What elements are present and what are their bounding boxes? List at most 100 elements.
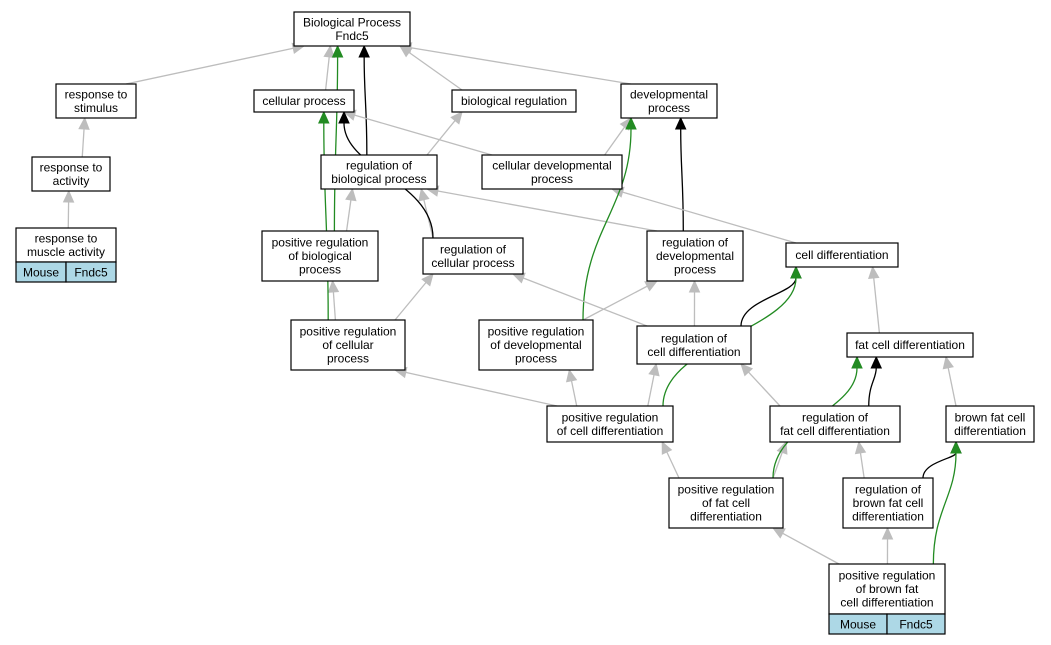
edge-line [363, 56, 368, 156]
edge-line [582, 128, 632, 321]
edge-is-a [327, 279, 340, 321]
edge-is-a [582, 280, 659, 321]
annotation-text: Mouse [23, 266, 59, 280]
node-label-line: Biological Process [303, 15, 401, 29]
go-term-node-bio-reg[interactable]: biological regulation [451, 89, 577, 113]
edge-arrowhead [771, 527, 786, 539]
edge-arrowhead [418, 187, 430, 202]
edge-is-a [418, 187, 434, 239]
edge-arrowhead [950, 440, 962, 454]
node-label-line: cellular developmental [492, 158, 611, 172]
edge-line [932, 452, 957, 565]
go-term-node-cell-diff[interactable]: cell differentiation [785, 242, 899, 268]
node-label-line: positive regulation [300, 325, 397, 339]
edge-regulates [674, 116, 687, 232]
node-box [546, 405, 674, 443]
node-label-line: developmental [630, 87, 708, 101]
node-label-line: regulation of [661, 331, 728, 345]
edge-is-a [604, 117, 632, 156]
annotation-tag-mouse: Mouse [15, 261, 67, 283]
node-label-line: regulation of [662, 236, 729, 250]
go-term-node-cell-proc[interactable]: cellular process [253, 89, 355, 113]
edge-is-a [125, 42, 306, 85]
edge-line [410, 47, 632, 85]
node-label-line: process [299, 263, 341, 277]
edge-line [666, 451, 680, 479]
edge-arrowhead [688, 279, 701, 293]
edge-line [680, 128, 684, 232]
node-label-line: positive regulation [272, 236, 369, 250]
edge-is-a [772, 440, 788, 479]
node-label-line: biological regulation [461, 94, 567, 108]
edge-is-a [868, 265, 881, 334]
node-label-line: process [648, 101, 690, 115]
edge-line [582, 285, 648, 321]
edge-is-a [771, 527, 840, 565]
edge-arrowhead [338, 110, 350, 124]
edge-arrowhead [674, 116, 687, 130]
annotation-cell [65, 261, 117, 283]
edge-line [647, 374, 655, 407]
node-label-line: brown fat cell [955, 410, 1026, 424]
node-box [828, 563, 946, 615]
edge-line [81, 128, 85, 158]
node-label-line: positive regulation [488, 325, 585, 339]
node-label-line: of brown fat [856, 582, 919, 596]
edge-arrowhead [790, 265, 802, 279]
node-box [945, 405, 1035, 443]
node-box [290, 319, 406, 371]
edge-line [748, 371, 781, 407]
edge-arrowhead [62, 189, 75, 203]
edge-line [408, 51, 463, 91]
edge-arrowhead [868, 265, 880, 280]
edge-line [333, 56, 339, 232]
edge-positively-regulates [318, 110, 330, 321]
node-label-line: response to [40, 160, 103, 174]
node-label-line: differentiation [852, 510, 924, 524]
edge-arrowhead [511, 272, 526, 284]
node-label-line: of developmental [490, 338, 581, 352]
edge-is-a [398, 42, 632, 85]
edge-arrowhead [870, 355, 883, 369]
node-label-line: developmental [656, 249, 734, 263]
edge-arrowhead [345, 187, 357, 202]
node-label-line: regulation of [346, 158, 413, 172]
node-box [261, 230, 379, 282]
node-label-line: fat cell differentiation [780, 424, 890, 438]
edge-arrowhead [318, 110, 330, 124]
annotation-text: Fndc5 [899, 618, 933, 632]
edge-is-a [688, 279, 701, 327]
node-label-line: process [327, 352, 369, 366]
node-box [842, 477, 934, 529]
node-label-line: positive regulation [678, 483, 775, 497]
edge-is-a [661, 440, 680, 479]
edge-arrowhead [358, 44, 370, 58]
edge-line [405, 371, 558, 407]
node-label-line: of biological [288, 249, 351, 263]
edge-arrowhead [565, 368, 578, 383]
edge-arrowhead [740, 363, 754, 377]
go-term-node-fat-diff[interactable]: fat cell differentiation [846, 332, 974, 358]
node-label-line: activity [53, 174, 90, 188]
node-label-line: process [674, 263, 716, 277]
node-label-line: differentiation [690, 510, 762, 524]
